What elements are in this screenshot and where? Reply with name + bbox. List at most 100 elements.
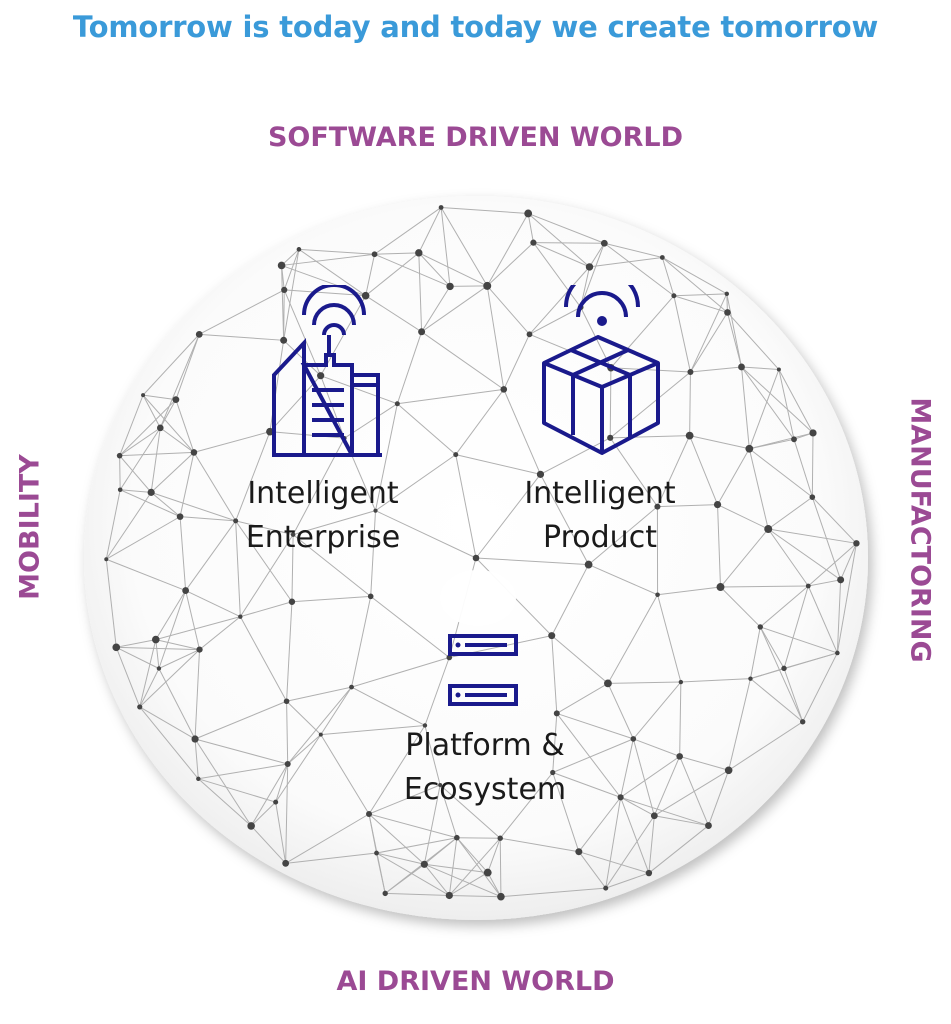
network-node [536,470,545,478]
network-line [673,295,728,313]
network-node [497,892,505,901]
network-line [456,837,489,873]
network-line [689,293,728,373]
network-line [142,394,161,429]
network-line [620,755,680,798]
network-line [239,616,288,702]
network-line [657,504,718,508]
product-line2: Product [543,520,657,555]
network-line [589,256,663,268]
network-line [396,403,457,455]
network-line [119,455,121,490]
network-line [741,366,814,434]
network-line [609,437,658,507]
network-line [656,435,691,507]
network-node [524,209,533,218]
network-line [150,452,195,493]
network-line [150,491,181,518]
server-stack-icon [448,634,518,706]
network-line [455,389,505,455]
platform-line1: Platform & [405,728,565,763]
network-node [483,868,492,877]
network-line [284,289,366,297]
axis-label-top: SOFTWARE DRIVEN WORLD [267,122,684,153]
network-node [176,513,184,520]
network-line [720,585,809,588]
network-line [175,399,195,453]
network-node [296,247,302,252]
network-line [351,657,450,688]
network-line [287,734,322,765]
network-line [690,366,742,373]
network-line [620,796,655,817]
network-line [439,784,501,839]
network-line [287,686,352,765]
network-node [526,331,533,338]
network-line [720,586,761,628]
network-line [281,265,285,341]
network-node [349,684,354,690]
node-label-platform: Platform & Ecosystem [375,724,595,812]
network-line [119,399,177,457]
network-line [707,770,730,826]
network-node [713,501,722,509]
network-line [285,813,370,864]
network-line [673,293,727,297]
network-line [418,207,442,254]
network-line [269,375,322,433]
network-line [368,813,457,839]
network-line [116,639,156,648]
network-line [376,852,425,865]
network-line [486,285,505,390]
network-line [298,248,375,255]
network-line [633,738,680,757]
network-line [727,312,780,370]
network-line [605,815,655,889]
network-line [620,797,650,874]
network-line [250,801,277,827]
network-line [106,558,186,592]
network-line [605,872,650,889]
network-node [500,386,508,393]
network-node [422,723,428,728]
network-line [194,738,288,765]
network-line [139,706,199,780]
network-line [197,778,252,827]
network-node [530,239,537,246]
network-line [610,367,691,373]
network-line [487,838,501,873]
network-line [250,763,289,827]
network-line [836,579,842,653]
network-line [811,496,842,580]
network-line [159,427,195,453]
network-line [193,431,271,453]
network-line [185,590,201,650]
network-line [578,851,650,874]
network-node [650,812,658,820]
network-line [185,590,241,618]
network-line [728,721,803,771]
network-line [455,454,541,475]
network-line [793,439,813,498]
network-line [552,738,634,773]
network-node [438,205,444,210]
network-node [604,679,612,688]
network-line [139,668,160,708]
network-line [155,639,160,669]
network-line [811,432,814,498]
network-line [673,295,691,373]
network-line [283,249,300,341]
network-node [809,494,816,500]
network-node [317,372,325,380]
network-line [486,213,529,287]
network-line [250,825,287,864]
network-line [607,681,681,684]
network-line [119,427,161,457]
network-line [320,686,352,735]
network-line [105,559,117,648]
network-line [527,213,590,268]
network-line [475,474,541,559]
network-line [767,496,813,530]
network-node [655,592,660,598]
network-node [472,554,480,562]
